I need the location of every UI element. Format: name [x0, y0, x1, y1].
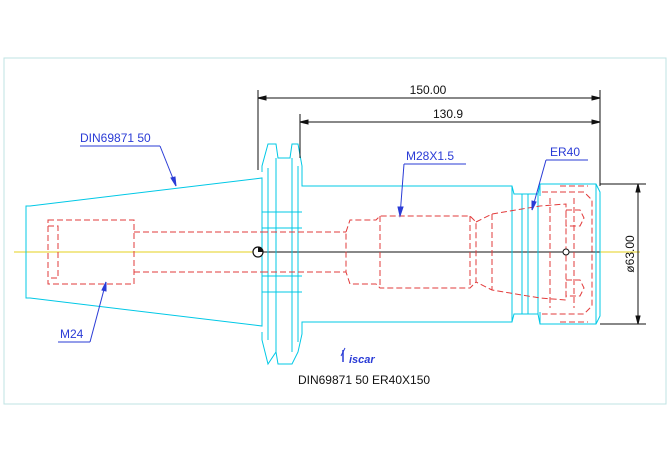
dimension-diameter: ø63.00 [623, 235, 637, 273]
dimension-gauge-length: 130.9 [433, 107, 463, 121]
hidden-lines [47, 185, 593, 323]
sheet-frame [3, 57, 667, 405]
center-mark-left-fill [258, 247, 263, 252]
callout-leaders [58, 145, 588, 343]
holder-body-outline [25, 143, 601, 366]
callout-collet: ER40 [550, 145, 580, 159]
callout-thread-rear: M24 [60, 327, 84, 341]
iscar-logo: iscar [340, 347, 375, 366]
part-label: DIN69871 50 ER40X150 [298, 373, 430, 387]
flange-and-shank [261, 143, 601, 366]
callout-taper: DIN69871 50 [80, 131, 151, 145]
logo-text: iscar [349, 354, 375, 366]
dimension-overall-length: 150.00 [410, 83, 447, 97]
callout-thread-front: M28X1.5 [406, 149, 454, 163]
center-mark-right [562, 248, 570, 256]
dimension-lines [257, 90, 646, 325]
